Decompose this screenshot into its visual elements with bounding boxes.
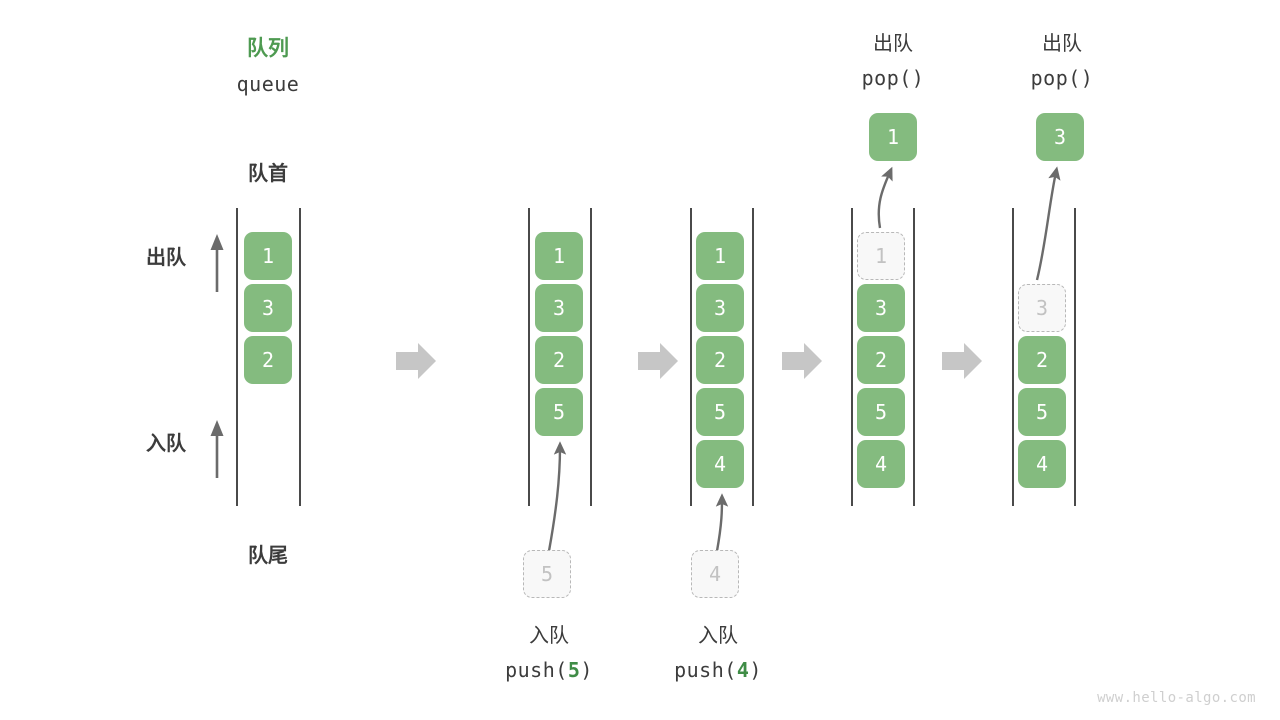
queue-cell: 4 [857, 440, 905, 488]
queue-cell: 5 [696, 388, 744, 436]
pop-label-code-2: pop() [1030, 66, 1094, 90]
rail-left-col3 [690, 208, 692, 506]
push-code-suffix: ) [580, 658, 593, 682]
diagram-title-en: queue [236, 72, 300, 96]
dequeue-direction-arrow [210, 234, 224, 292]
dequeue-legend-label: 出队 [146, 247, 186, 269]
queue-cell: 5 [857, 388, 905, 436]
queue-cell: 3 [857, 284, 905, 332]
rail-left-col1 [236, 208, 238, 506]
rail-left-col4 [851, 208, 853, 506]
enqueue-legend-label: 入队 [146, 433, 186, 455]
queue-cell: 5 [1018, 388, 1066, 436]
push-code-suffix: ) [749, 658, 762, 682]
incoming-element: 5 [523, 550, 571, 598]
step-arrow-2 [638, 343, 678, 379]
step-arrow-1 [396, 343, 436, 379]
rail-left-col2 [528, 208, 530, 506]
queue-rear-label: 队尾 [248, 545, 288, 567]
push-label-cn-1: 入队 [529, 625, 569, 647]
rail-right-col4 [913, 208, 915, 506]
push-arrow-4 [715, 493, 729, 552]
push-code-prefix: push( [505, 658, 568, 682]
queue-cell: 4 [1018, 440, 1066, 488]
pop-arrow-3 [1035, 166, 1061, 281]
queue-cell: 1 [244, 232, 292, 280]
queue-cell: 1 [696, 232, 744, 280]
diagram-title-cn: 队列 [247, 37, 289, 60]
queue-cell: 5 [535, 388, 583, 436]
rail-right-col2 [590, 208, 592, 506]
pop-label-code-1: pop() [861, 66, 925, 90]
rail-right-col1 [299, 208, 301, 506]
queue-cell: 1 [535, 232, 583, 280]
rail-left-col5 [1012, 208, 1014, 506]
queue-cell: 4 [696, 440, 744, 488]
queue-cell: 3 [535, 284, 583, 332]
queue-front-label: 队首 [248, 163, 288, 185]
popped-element: 1 [869, 113, 917, 161]
queue-cell: 2 [535, 336, 583, 384]
queue-cell: 2 [1018, 336, 1066, 384]
popped-element: 3 [1036, 113, 1084, 161]
push-code-arg: 5 [567, 658, 581, 682]
pop-label-cn-1: 出队 [873, 33, 913, 55]
queue-cell: 2 [857, 336, 905, 384]
rail-right-col5 [1074, 208, 1076, 506]
queue-cell: 3 [244, 284, 292, 332]
push-label-code-2: push(4) [648, 656, 788, 684]
push-code-arg: 4 [736, 658, 750, 682]
rail-right-col3 [752, 208, 754, 506]
queue-cell: 3 [696, 284, 744, 332]
pop-label-cn-2: 出队 [1042, 33, 1082, 55]
watermark: www.hello-algo.com [1097, 690, 1256, 706]
queue-cell-vacated: 1 [857, 232, 905, 280]
step-arrow-3 [782, 343, 822, 379]
incoming-element: 4 [691, 550, 739, 598]
queue-cell: 2 [244, 336, 292, 384]
push-arrow-5 [547, 441, 567, 552]
pop-arrow-1 [877, 166, 893, 229]
push-code-prefix: push( [674, 658, 737, 682]
queue-cell: 2 [696, 336, 744, 384]
enqueue-direction-arrow [210, 420, 224, 478]
push-label-cn-2: 入队 [698, 625, 738, 647]
queue-cell-vacated: 3 [1018, 284, 1066, 332]
push-label-code-1: push(5) [479, 656, 619, 684]
step-arrow-4 [942, 343, 982, 379]
